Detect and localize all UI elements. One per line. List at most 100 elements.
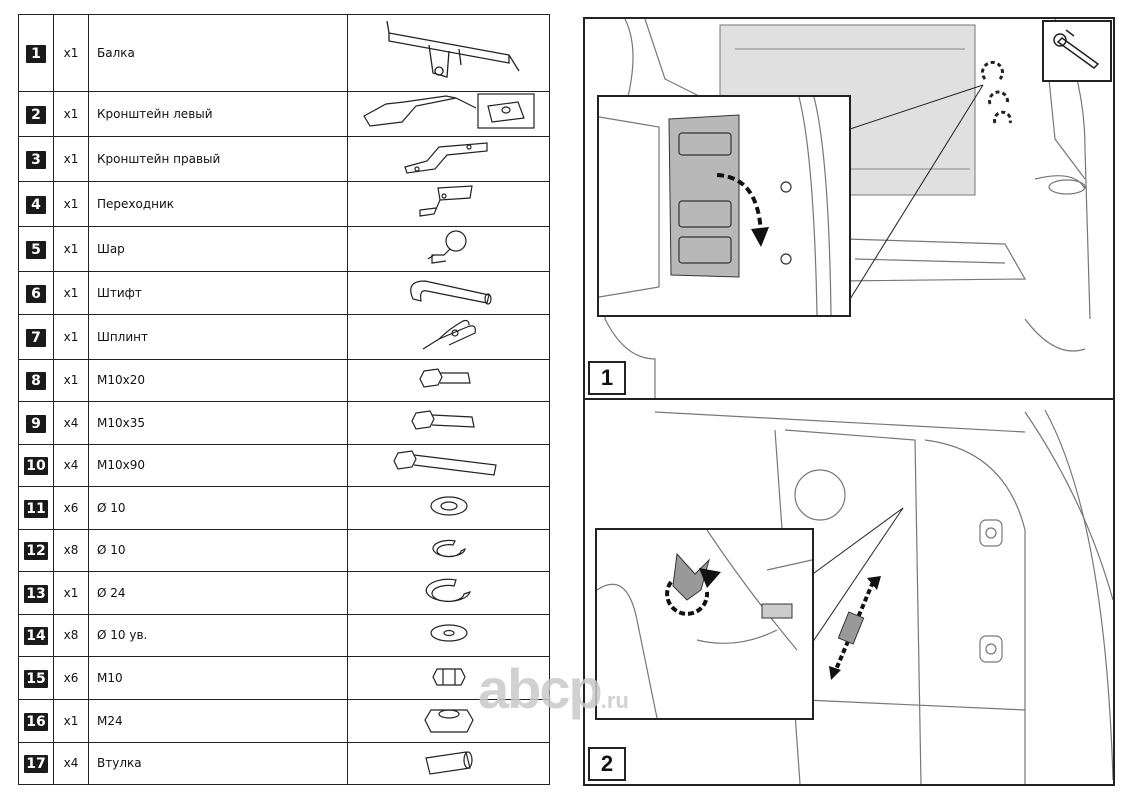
part-pictogram-cell <box>347 698 550 743</box>
part-number-cell: 17 <box>18 741 54 785</box>
figure-2-number: 2 <box>588 747 626 781</box>
part-quantity: x1 <box>53 698 89 743</box>
part-number-cell: 7 <box>18 313 54 360</box>
part-pictogram-cell <box>347 181 550 227</box>
part-number-cell: 10 <box>18 443 54 487</box>
figure-1-tool-inset <box>1042 20 1112 82</box>
left-bracket-icon <box>356 92 541 132</box>
tow-ball-icon <box>414 227 484 267</box>
part-pictogram-cell <box>347 226 550 272</box>
part-name: Переходник <box>88 181 348 227</box>
part-name: M24 <box>88 698 348 743</box>
part-number: 9 <box>26 414 46 433</box>
inset-panel-drawing <box>599 97 832 315</box>
part-pictogram-cell <box>347 14 550 92</box>
part-pictogram-cell <box>347 401 550 445</box>
long-bolt-icon <box>384 445 514 481</box>
part-quantity: x6 <box>53 656 89 700</box>
part-number: 12 <box>24 542 48 561</box>
part-number-cell: 6 <box>18 271 54 315</box>
figure-1-number: 1 <box>588 361 626 395</box>
part-number: 4 <box>26 196 46 214</box>
part-pictogram-cell <box>347 571 550 615</box>
part-name: Шар <box>88 226 348 272</box>
part-quantity: x1 <box>53 271 89 315</box>
pin-icon <box>399 273 499 309</box>
medium-bolt-icon <box>404 405 494 437</box>
part-number-cell: 11 <box>18 486 54 530</box>
part-name: M10x20 <box>88 358 348 402</box>
part-number-cell: 8 <box>18 358 54 402</box>
part-name: Кронштейн левый <box>88 91 348 137</box>
nut-icon <box>419 661 479 691</box>
part-quantity: x6 <box>53 486 89 530</box>
part-name: Штифт <box>88 271 348 315</box>
figure-1-inset-panel-detail <box>597 95 851 317</box>
part-number: 2 <box>26 106 46 124</box>
part-quantity: x4 <box>53 741 89 785</box>
spring-washer-icon <box>419 533 479 563</box>
part-quantity: x1 <box>53 14 89 92</box>
right-bracket-icon <box>399 137 499 177</box>
part-number: 16 <box>24 712 48 731</box>
part-pictogram-cell <box>347 313 550 360</box>
part-number-cell: 15 <box>18 656 54 700</box>
part-name: M10 <box>88 656 348 700</box>
part-name: Балка <box>88 14 348 92</box>
part-number: 17 <box>24 755 48 774</box>
part-number-cell: 1 <box>18 14 54 92</box>
part-number: 8 <box>26 372 46 391</box>
part-number: 15 <box>24 669 48 688</box>
part-number: 3 <box>26 151 46 169</box>
part-name: Втулка <box>88 741 348 785</box>
part-quantity: x4 <box>53 401 89 445</box>
part-number: 10 <box>24 457 48 476</box>
part-pictogram-cell <box>347 91 550 137</box>
large-nut-icon <box>419 700 479 738</box>
part-number-cell: 4 <box>18 181 54 227</box>
flat-washer-icon <box>419 491 479 521</box>
part-quantity: x8 <box>53 613 89 657</box>
socket-wrench-icon <box>1053 29 1100 69</box>
part-number: 5 <box>26 241 46 259</box>
part-pictogram-cell <box>347 741 550 785</box>
part-number: 13 <box>24 584 48 603</box>
adapter-icon <box>414 182 484 222</box>
part-quantity: x1 <box>53 226 89 272</box>
part-name: Ø 24 <box>88 571 348 615</box>
figure-2-inset-connector-detail <box>595 528 814 720</box>
part-number: 14 <box>24 627 48 646</box>
part-name: Шплинт <box>88 313 348 360</box>
part-pictogram-cell <box>347 528 550 572</box>
part-number: 6 <box>26 284 46 303</box>
part-number: 11 <box>24 499 48 518</box>
large-spring-washer-icon <box>414 574 484 608</box>
part-pictogram-cell <box>347 271 550 315</box>
part-quantity: x4 <box>53 443 89 487</box>
figure-1-trunk-panel-removal: 1 <box>583 17 1115 400</box>
cotter-pin-icon <box>409 315 489 355</box>
part-name: Кронштейн правый <box>88 136 348 182</box>
connector-arrow-icon <box>829 576 881 680</box>
part-quantity: x1 <box>53 136 89 182</box>
part-quantity: x1 <box>53 313 89 360</box>
part-name: Ø 10 <box>88 486 348 530</box>
part-name: Ø 10 ув. <box>88 613 348 657</box>
part-number-cell: 12 <box>18 528 54 572</box>
